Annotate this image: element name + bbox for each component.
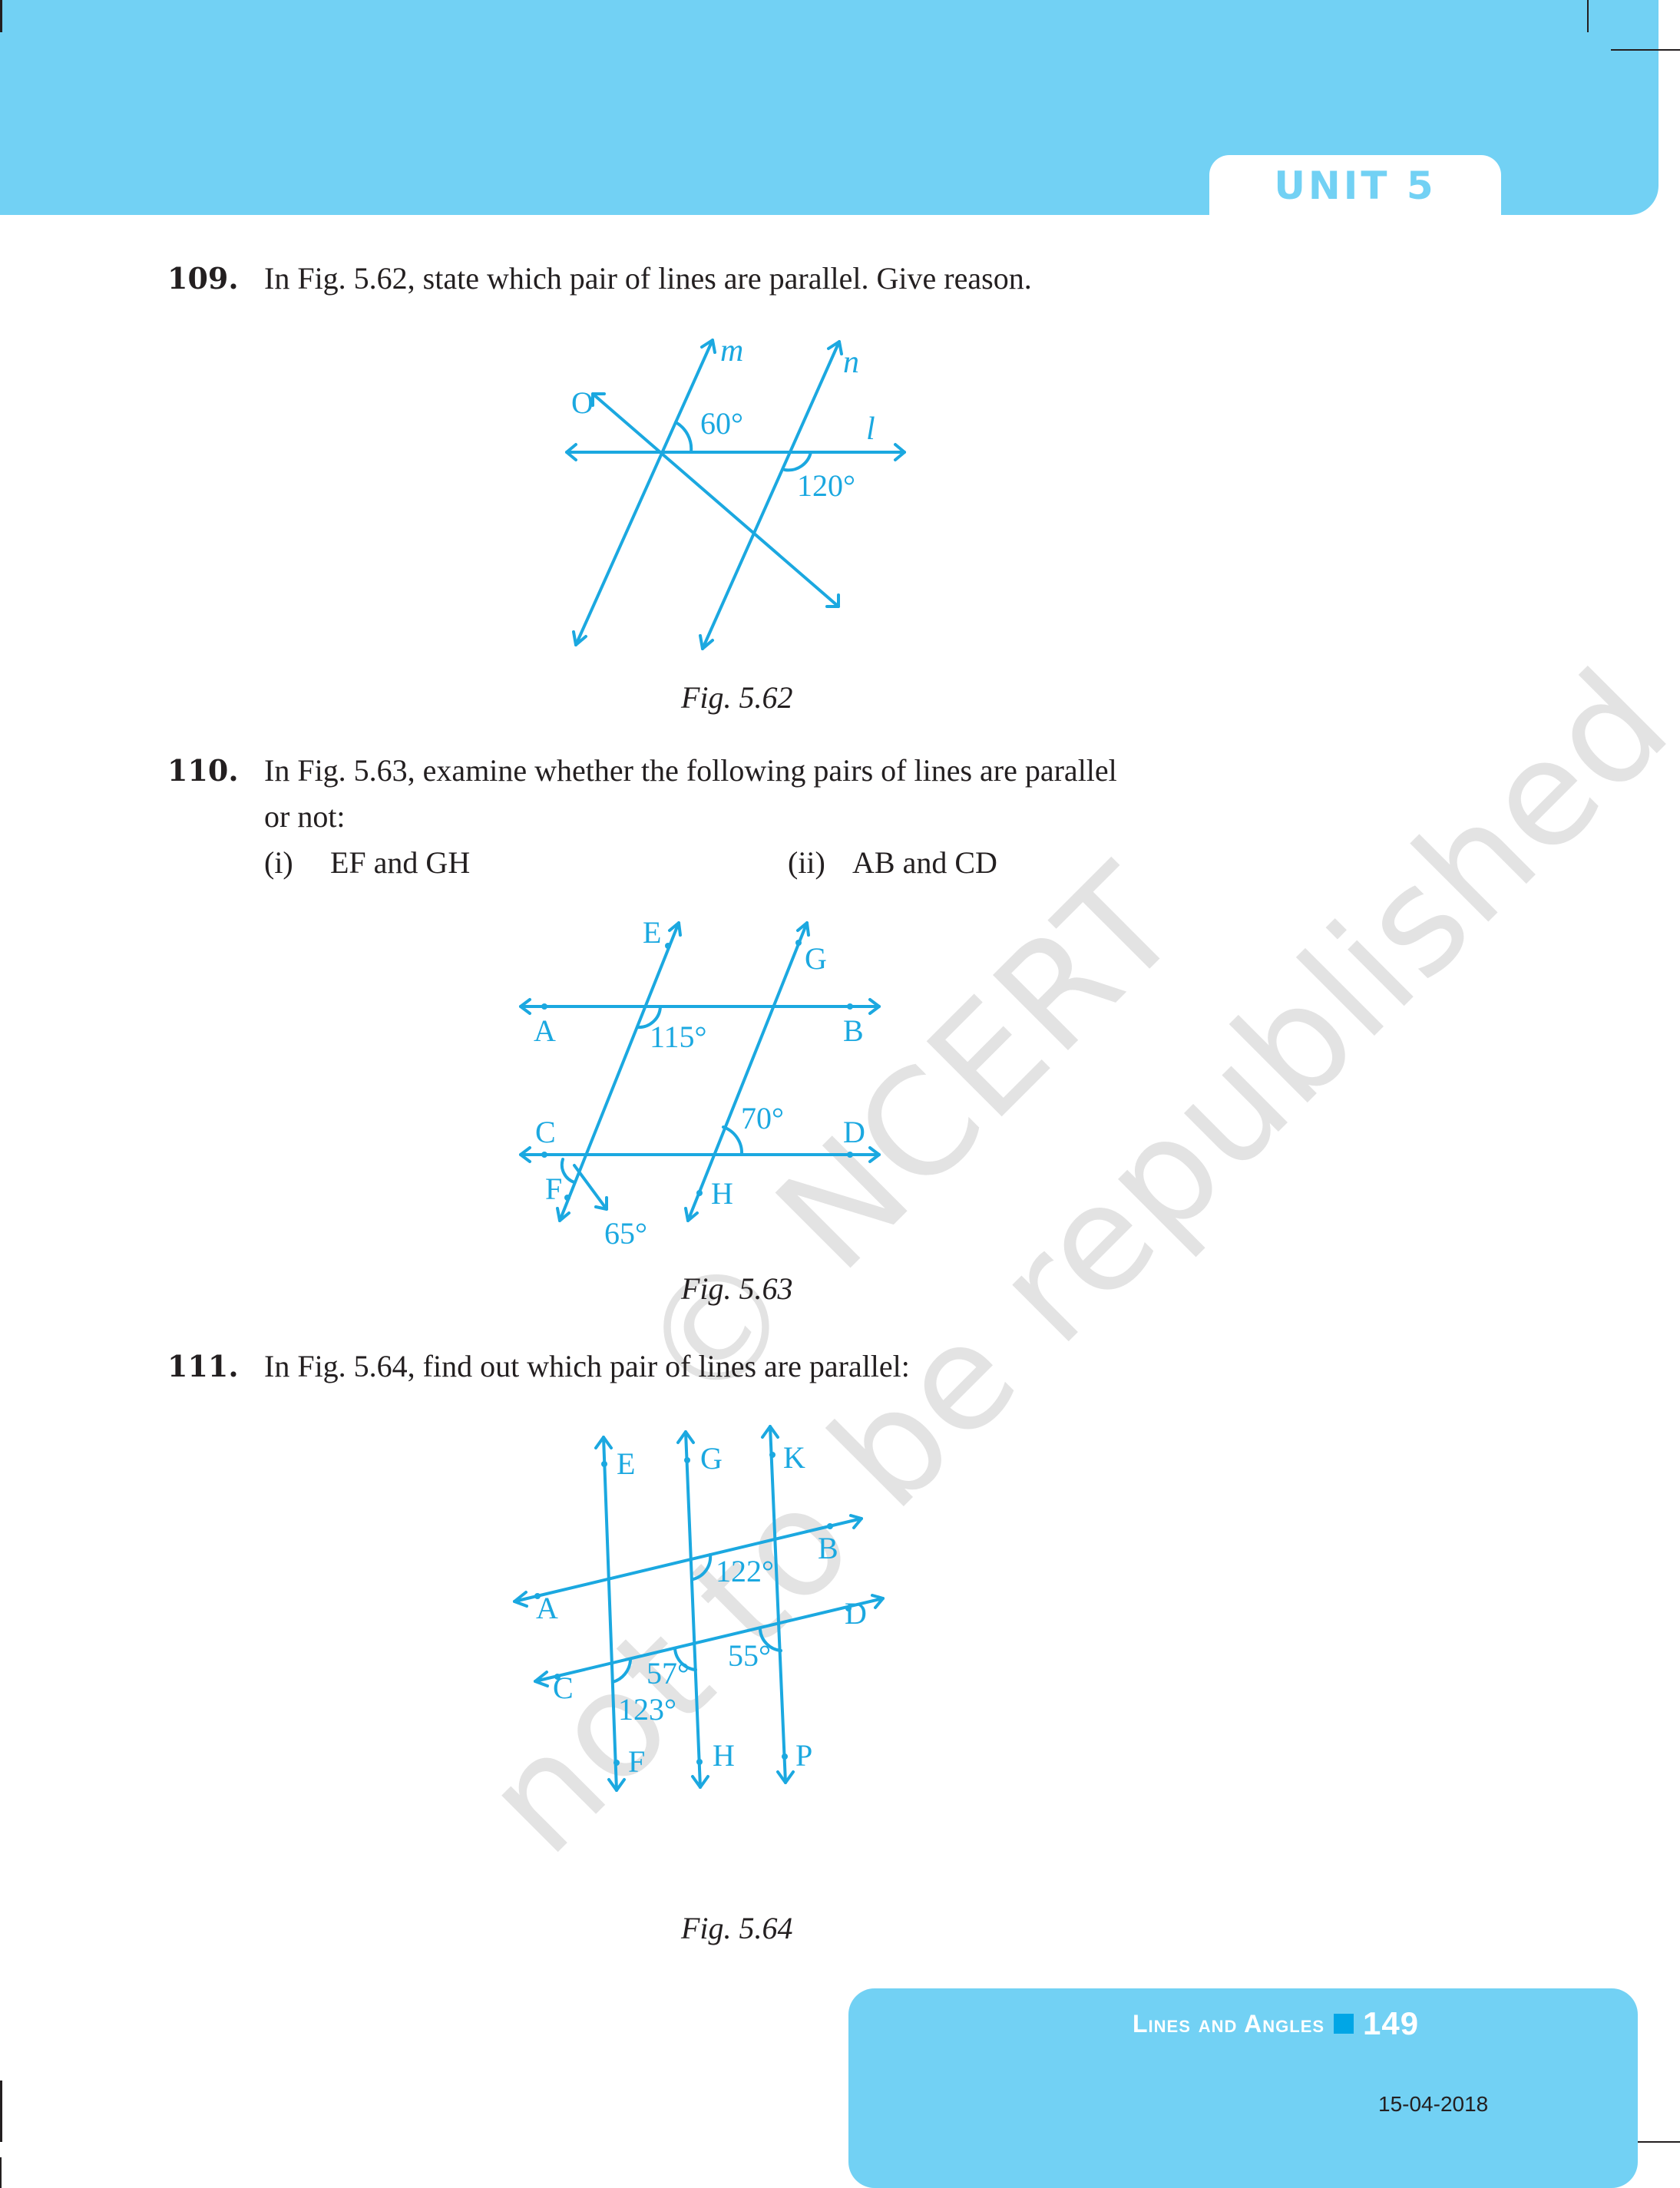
figure-caption: Fig. 5.62 (681, 680, 793, 715)
question-text-line2: or not: (264, 799, 346, 834)
question-number: 111. (167, 1349, 239, 1383)
point-h: H (711, 1176, 733, 1211)
unit-tab: UNIT 5 (1209, 155, 1501, 216)
point-c: C (535, 1115, 556, 1149)
print-date: 15-04-2018 (1378, 2092, 1489, 2116)
question-number: 109. (167, 261, 239, 296)
question-text: In Fig. 5.64, find out which pair of lin… (264, 1349, 910, 1383)
point-a: A (536, 1591, 558, 1625)
crop-mark-bottom-right-h (1611, 2141, 1680, 2143)
question-text-line1: In Fig. 5.63, examine whether the follow… (264, 753, 1117, 788)
label-o: O (571, 385, 594, 420)
sub-item-ii-marker: (ii) (788, 845, 825, 880)
point-b: B (843, 1013, 864, 1048)
label-n: n (843, 345, 859, 380)
crop-mark-bottom-left (0, 2081, 2, 2142)
point-p: P (795, 1738, 812, 1773)
unit-label: UNIT 5 (1274, 164, 1437, 208)
square-icon (1334, 2014, 1354, 2034)
crop-mark-top-right-h (1611, 49, 1680, 51)
angle-60: 60° (700, 406, 743, 441)
label-l: l (866, 411, 875, 447)
sub-item-i-marker: (i) (264, 845, 293, 880)
question-number: 110. (167, 753, 239, 788)
point-d: D (843, 1115, 865, 1149)
point-e: E (643, 915, 661, 950)
label-m: m (720, 333, 743, 369)
point-g: G (805, 941, 827, 976)
figure-5-63: E G A B C D F H 115° 70° 65° (519, 915, 881, 1251)
point-k: K (783, 1440, 805, 1475)
chapter-title: Lines and Angles (1133, 2009, 1325, 2038)
point-b: B (818, 1531, 838, 1565)
angle-55: 55° (728, 1638, 771, 1673)
point-h: H (713, 1738, 735, 1773)
angle-57: 57° (647, 1656, 690, 1691)
point-a: A (534, 1013, 556, 1048)
figure-5-64: E G K B A D C F H P 122° 57° 55° 123° (513, 1425, 885, 1792)
crop-mark-top-left (0, 0, 2, 32)
point-g: G (700, 1441, 723, 1476)
point-e: E (617, 1446, 635, 1481)
angle-115: 115° (650, 1020, 707, 1054)
footer-title: Lines and Angles 149 (1133, 2005, 1419, 2042)
crop-mark-top-right-v (1587, 0, 1589, 32)
point-f: F (545, 1172, 562, 1206)
question-text: In Fig. 5.62, state which pair of lines … (264, 261, 1032, 296)
point-d: D (845, 1596, 867, 1631)
crop-mark-bottom-left-2 (0, 2157, 2, 2188)
angle-122: 122° (716, 1554, 774, 1588)
angle-123: 123° (618, 1692, 676, 1727)
figure-5-62: 60° 120° m n l O (565, 333, 906, 650)
sub-item-i-text: EF and GH (330, 845, 471, 880)
angle-65: 65° (604, 1216, 647, 1251)
figure-caption: Fig. 5.64 (681, 1911, 793, 1945)
footer-band (848, 1988, 1638, 2188)
angle-70: 70° (741, 1101, 784, 1135)
angle-120: 120° (797, 468, 855, 503)
point-c: C (553, 1671, 574, 1705)
point-f: F (628, 1744, 645, 1779)
figure-caption: Fig. 5.63 (681, 1271, 793, 1306)
sub-item-ii-text: AB and CD (852, 845, 997, 880)
page-number: 149 (1363, 2005, 1420, 2041)
